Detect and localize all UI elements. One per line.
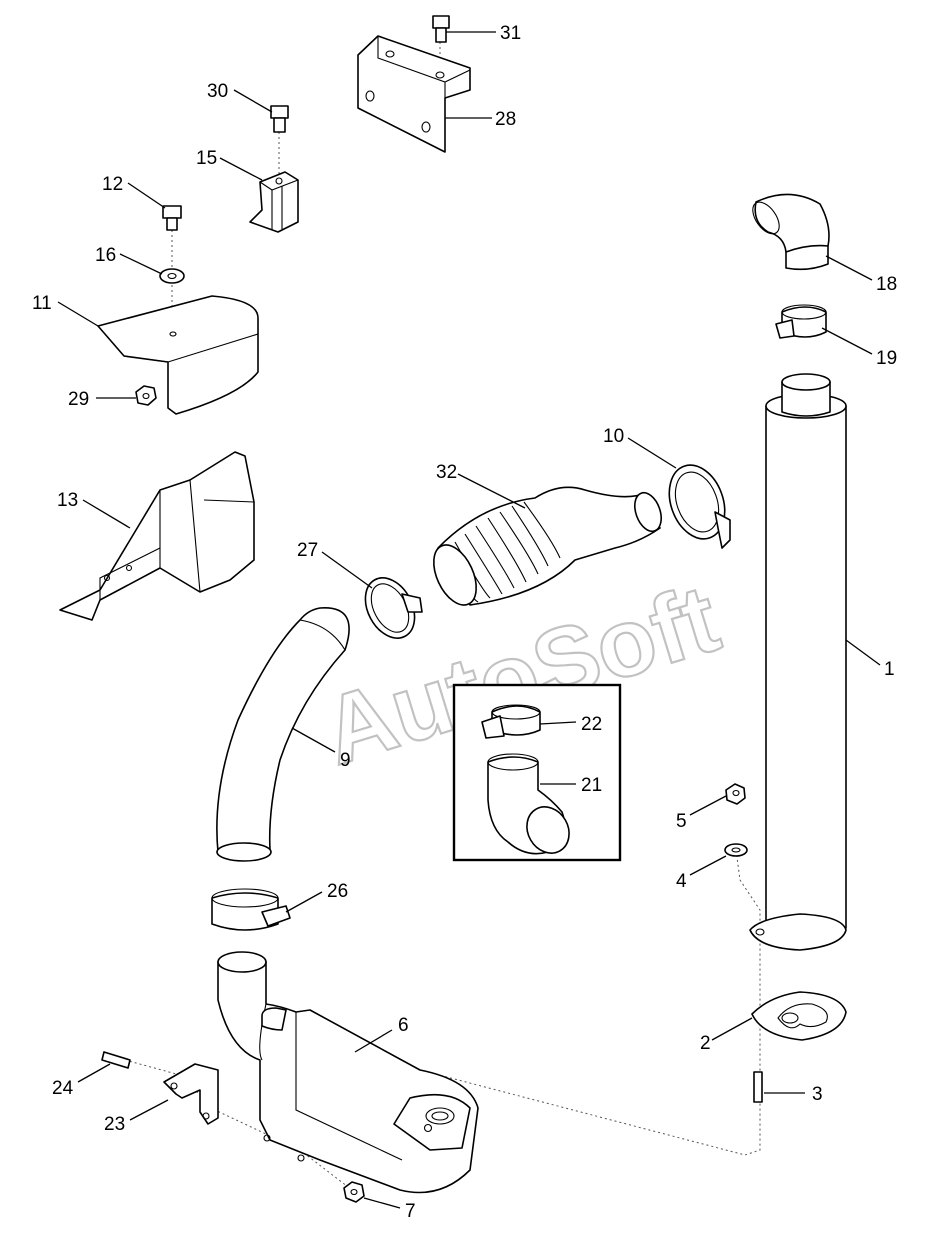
callout-31: 31 <box>500 23 521 44</box>
callout-26: 26 <box>327 881 348 902</box>
callout-3: 3 <box>812 1084 823 1105</box>
part-16-washer <box>159 268 185 284</box>
part-12-bolt <box>162 205 182 231</box>
part-6-muffler <box>217 951 479 1194</box>
part-2-gasket <box>751 991 847 1041</box>
callout-6: 6 <box>398 1015 409 1036</box>
callout-30: 30 <box>207 81 228 102</box>
callout-32: 32 <box>436 462 457 483</box>
part-31-bolt <box>432 15 450 43</box>
callout-23: 23 <box>104 1114 125 1135</box>
callout-24: 24 <box>52 1078 74 1099</box>
callout-19: 19 <box>876 348 897 369</box>
leader-lines <box>57 31 881 1209</box>
callout-16: 16 <box>95 245 116 266</box>
part-32-flex-hose <box>433 486 662 606</box>
part-21-elbow <box>487 753 570 855</box>
inset-box <box>452 683 622 862</box>
part-29-nut <box>135 385 157 406</box>
part-19-clamp <box>775 304 827 339</box>
callout-12: 12 <box>102 174 123 195</box>
part-27-hose-clamp <box>364 577 423 639</box>
part-18-rain-cap <box>752 193 830 271</box>
callout-11: 11 <box>32 293 52 314</box>
part-22-clamp <box>481 704 541 739</box>
part-28-bracket <box>357 35 471 153</box>
part-3-stud <box>753 1071 763 1103</box>
callout-13: 13 <box>57 490 78 511</box>
callout-4: 4 <box>676 871 687 892</box>
callout-2: 2 <box>700 1033 711 1054</box>
callout-9: 9 <box>340 750 351 771</box>
part-4-washer <box>724 843 748 857</box>
part-5-nut <box>725 783 746 805</box>
part-24-stud <box>101 1051 131 1069</box>
part-9-curved-pipe <box>216 607 350 862</box>
callout-18: 18 <box>876 274 897 295</box>
callout-21: 21 <box>581 775 602 796</box>
callout-22: 22 <box>581 714 602 735</box>
callout-27: 27 <box>297 540 318 561</box>
callout-28: 28 <box>495 109 516 130</box>
part-10-band-clamp <box>668 464 731 549</box>
callout-labels: 31 28 30 15 12 16 11 29 13 32 10 27 18 1… <box>32 23 897 1222</box>
part-23-bracket <box>163 1063 219 1125</box>
callout-7: 7 <box>405 1201 416 1222</box>
part-7-nut <box>343 1181 365 1203</box>
callout-1: 1 <box>884 659 895 680</box>
part-30-bolt <box>270 105 289 133</box>
callout-10: 10 <box>603 426 624 447</box>
part-26-clamp <box>211 888 291 931</box>
part-1-stack-pipe <box>749 373 847 951</box>
callout-15: 15 <box>196 148 217 169</box>
part-13-side-shield <box>59 451 255 621</box>
callout-5: 5 <box>676 811 687 832</box>
part-15-mount-block <box>249 171 299 233</box>
callout-29: 29 <box>68 389 89 410</box>
part-11-heat-shield <box>97 295 259 415</box>
